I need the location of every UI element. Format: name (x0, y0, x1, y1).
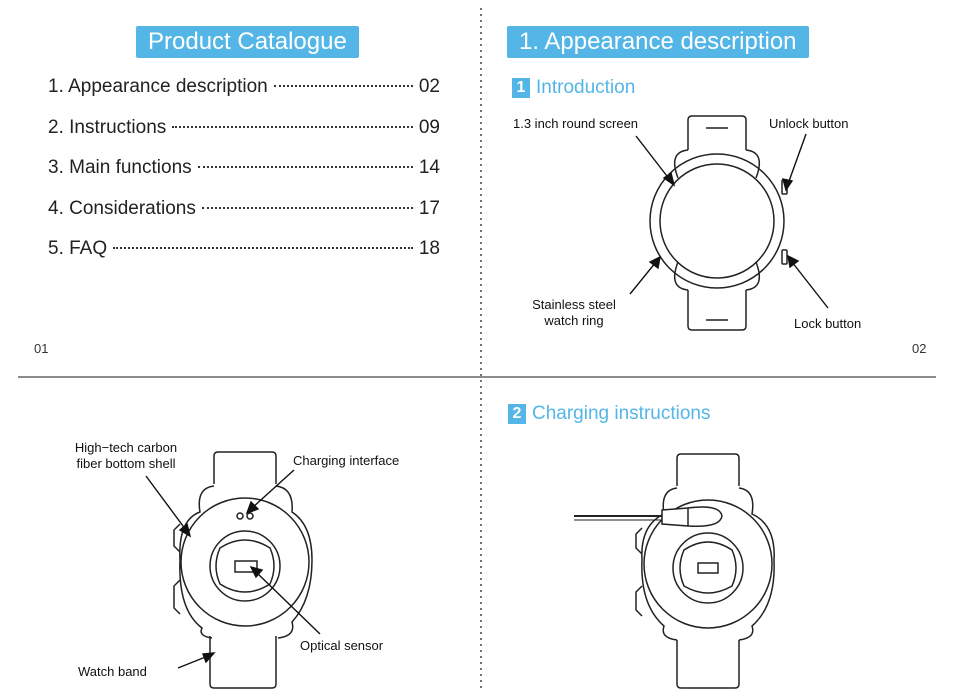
label-optical-sensor: Optical sensor (300, 638, 384, 653)
toc-leader (273, 85, 413, 87)
section-title: Charging instructions (532, 403, 711, 424)
section-number-badge: 1 (512, 78, 530, 98)
watch-ring (649, 153, 785, 289)
toc-leader (201, 207, 413, 209)
toc-leader (197, 166, 413, 168)
charge-top-strap (676, 453, 740, 486)
back-case (180, 497, 310, 627)
catalogue-title: Product Catalogue (136, 26, 359, 58)
back-top-strap (213, 451, 277, 484)
page-number-right: 02 (912, 341, 927, 356)
charging-clip (661, 506, 723, 528)
label-bottom-shell-line2: fiber bottom shell (76, 456, 176, 471)
sensor-ring-inner (215, 539, 275, 593)
label-unlock-button: Unlock button (769, 116, 849, 131)
charge-back-case (643, 499, 773, 629)
toc-page: 02 (418, 76, 440, 97)
label-steel-ring-line1: Stainless steel (532, 297, 616, 312)
section-title: Introduction (536, 77, 636, 98)
toc-label: 1. Appearance description (48, 76, 268, 97)
label-bottom-shell-line1: High−tech carbon (74, 440, 178, 455)
toc-item-considerations[interactable]: 4. Considerations 17 (48, 198, 440, 224)
label-screen: 1.3 inch round screen (513, 116, 639, 131)
watch-screen (659, 163, 775, 279)
toc-leader (113, 247, 413, 249)
label-lock-button: Lock button (794, 316, 862, 331)
page-number-left: 01 (34, 341, 49, 356)
label-steel-ring: Stainless steel watch ring (522, 297, 626, 329)
toc-label: 2. Instructions (48, 117, 167, 138)
back-bottom-strap (209, 636, 277, 689)
toc-label: 5. FAQ (48, 238, 108, 259)
toc-item-main-functions[interactable]: 3. Main functions 14 (48, 157, 440, 183)
optical-sensor-window (234, 560, 258, 573)
label-watch-band: Watch band (78, 664, 147, 679)
top-strap (687, 115, 747, 150)
toc-label: 3. Main functions (48, 157, 192, 178)
charge-bottom-strap (676, 640, 740, 689)
sensor-ring-outer (209, 530, 281, 602)
section-number-badge: 2 (508, 404, 526, 424)
toc-page: 14 (418, 157, 440, 178)
toc-page: 18 (418, 238, 440, 259)
toc-item-faq[interactable]: 5. FAQ 18 (48, 238, 440, 264)
toc-label: 4. Considerations (48, 198, 196, 219)
bottom-strap (687, 290, 747, 331)
toc-page: 09 (418, 117, 440, 138)
toc-leader (172, 126, 413, 128)
label-bottom-shell: High−tech carbon fiber bottom shell (62, 440, 190, 472)
lock-button-shape (781, 249, 788, 265)
toc-item-appearance[interactable]: 1. Appearance description 02 (48, 76, 440, 102)
label-charging-interface: Charging interface (293, 453, 400, 468)
toc-item-instructions[interactable]: 2. Instructions 09 (48, 117, 440, 143)
toc-page: 17 (418, 198, 440, 219)
label-steel-ring-line2: watch ring (544, 313, 604, 328)
introduction-heading: 1 Introduction (512, 77, 635, 99)
charging-heading: 2 Charging instructions (508, 403, 710, 425)
appearance-title: 1. Appearance description (507, 26, 809, 58)
